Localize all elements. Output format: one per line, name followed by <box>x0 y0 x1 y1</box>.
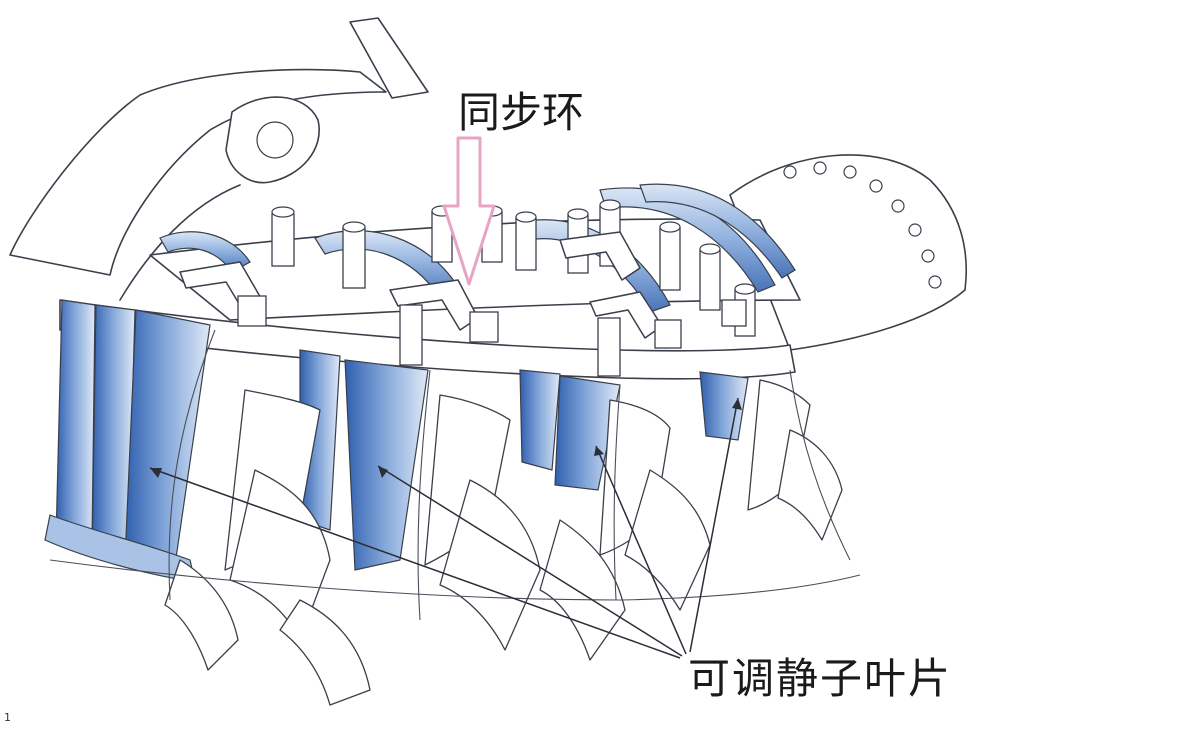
label-sync-ring: 同步环 <box>458 88 585 137</box>
rotor-blades <box>164 379 843 706</box>
vane-columns <box>44 299 749 583</box>
inner-shroud <box>49 329 861 621</box>
outer-casing-dome <box>729 154 968 351</box>
mounting-bracket <box>9 17 429 301</box>
sync-ring-arrow <box>442 136 496 286</box>
label-variable-stator-vanes: 可调静子叶片 <box>688 654 953 703</box>
actuator-levers <box>179 199 756 377</box>
casing-bolts <box>783 161 942 289</box>
page-number: 1 <box>4 711 11 724</box>
leader-lines <box>149 397 742 659</box>
